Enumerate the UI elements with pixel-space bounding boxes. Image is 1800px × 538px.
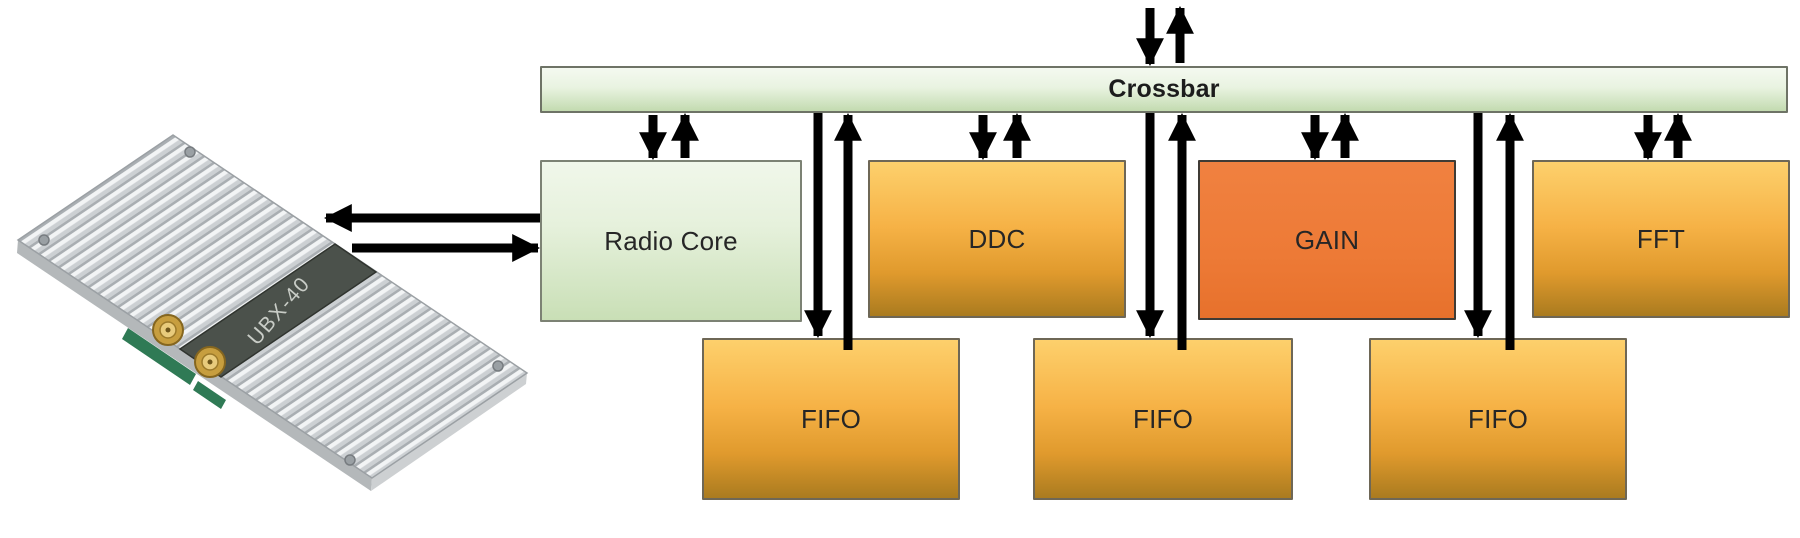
fifo-2-label: FIFO	[1132, 403, 1193, 434]
radio-core-label: Radio Core	[604, 225, 738, 256]
pcb-edge	[122, 328, 196, 385]
crossbar-label: Crossbar	[1108, 75, 1220, 103]
fifo-block-3: FIFO	[1369, 338, 1627, 500]
fifo-block-1: FIFO	[702, 338, 960, 500]
ubx-daughterboard-photo: UBX-40	[16, 134, 529, 491]
gain-label: GAIN	[1294, 224, 1360, 255]
board-label-channel	[178, 243, 378, 378]
fft-block: FFT	[1532, 160, 1790, 318]
sma-connector	[152, 314, 184, 346]
radio-core-block: Radio Core	[540, 160, 802, 322]
ddc-block: DDC	[868, 160, 1126, 318]
gain-block: GAIN	[1198, 160, 1456, 320]
fifo-1-label: FIFO	[800, 403, 861, 434]
screw-hole	[184, 146, 196, 158]
screw-hole	[492, 360, 504, 372]
sma-connector	[194, 346, 226, 378]
fifo-3-label: FIFO	[1467, 403, 1528, 434]
pcb-edge	[193, 381, 226, 409]
board-side-face	[371, 373, 527, 491]
crossbar-block: Crossbar	[540, 66, 1788, 113]
screw-hole	[344, 454, 356, 466]
fft-label: FFT	[1636, 223, 1686, 254]
screw-hole	[38, 234, 50, 246]
fifo-block-2: FIFO	[1033, 338, 1293, 500]
ddc-label: DDC	[968, 223, 1026, 254]
